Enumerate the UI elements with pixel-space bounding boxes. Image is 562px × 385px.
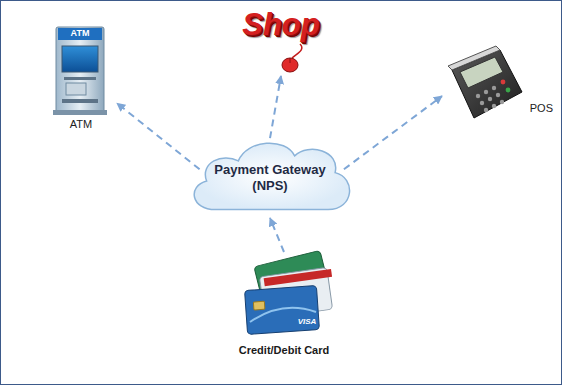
pos-terminal <box>448 46 522 118</box>
shop-node: Shop <box>238 4 324 76</box>
mouse-button <box>290 58 291 63</box>
card-stack <box>245 250 333 334</box>
atm-keypad <box>66 83 86 95</box>
atm-body <box>56 27 104 113</box>
atm-cash-slot <box>62 99 98 103</box>
atm-node: ATM <box>45 24 117 134</box>
card-chip <box>253 301 265 310</box>
dashed-arrow <box>117 103 200 169</box>
node-label: Payment Gateway (NPS) <box>210 162 330 195</box>
card-brand: VISA <box>296 318 318 327</box>
node-label: Credit/Debit Card <box>239 344 329 358</box>
atm-screen <box>62 46 98 72</box>
atm-sign-text: ATM <box>60 29 100 39</box>
cloud-shape <box>194 143 349 209</box>
node-label: ATM <box>70 118 92 132</box>
shop-mouse <box>282 44 302 72</box>
dashed-arrow <box>270 76 281 138</box>
dashed-arrow <box>270 218 284 252</box>
card-stripe <box>264 269 332 286</box>
card-node: Credit/Debit Card <box>226 252 342 360</box>
atm-machine <box>53 27 107 115</box>
mouse-body <box>282 58 298 72</box>
atm-card-slot <box>64 77 96 80</box>
pos-node: POS <box>442 44 556 128</box>
atm-sign <box>58 28 102 40</box>
atm-base <box>53 110 107 115</box>
cloud-node: Payment Gateway (NPS) <box>182 134 358 218</box>
mouse-cable <box>292 44 302 58</box>
node-label: POS <box>530 102 553 116</box>
pos-paper <box>448 46 500 70</box>
dashed-arrow <box>344 96 442 169</box>
pos-keys <box>476 80 511 113</box>
blue-card <box>245 286 320 335</box>
node-label: Shop <box>242 6 320 45</box>
